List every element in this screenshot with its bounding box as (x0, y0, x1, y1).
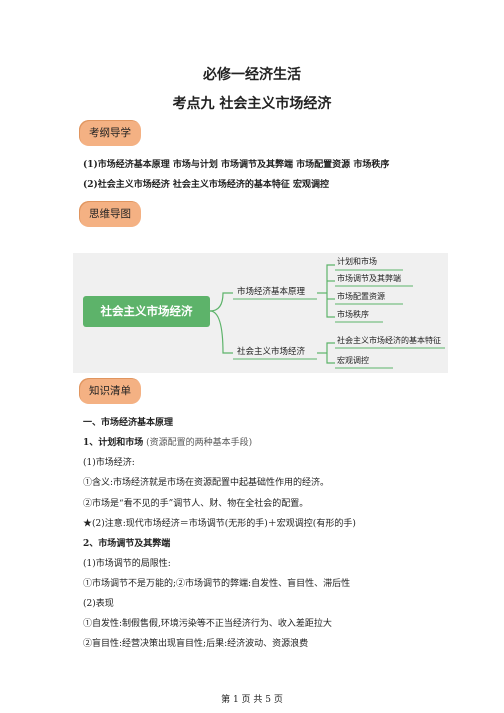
mindmap-leaf: 计划和市场 (337, 257, 377, 266)
page-footer: 第 1 页 共 5 页 (221, 695, 283, 705)
body-line: (2)表现 (83, 599, 114, 609)
knowledge-tab-label: 知识清单 (79, 378, 141, 404)
subsection-title: 1、计划和市场 (83, 438, 144, 448)
mindmap-tab-label: 思维导图 (79, 201, 141, 227)
body-line: ①市场调节不是万能的;②市场调节的弊端:自发性、盲目性、滞后性 (83, 579, 351, 589)
body-line: (1)市场经济: (83, 458, 135, 468)
mindmap-leaf: 市场配置资源 (337, 292, 385, 301)
mindmap-leaf: 宏观调控 (337, 356, 369, 365)
mindmap-connectors (209, 264, 445, 369)
subsection-note: (资源配置的两种基本手段) (143, 438, 253, 448)
body-line: ②市场是“看不见的手”调节人、财、物在全社会的配置。 (83, 499, 309, 509)
subsection-heading: 1、计划和市场 (资源配置的两种基本手段) (83, 435, 252, 448)
mindmap-leaf: 市场调节及其弊端 (337, 274, 401, 283)
outline-tab: 考纲导学 (79, 120, 141, 146)
mindmap-branch-socialist-market: 社会主义市场经济 (237, 347, 306, 357)
mindmap-leaf: 社会主义市场经济的基本特征 (337, 336, 441, 345)
outline-line-2: (2)社会主义市场经济 社会主义市场经济的基本特征 宏观调控 (83, 180, 330, 190)
mindmap-branch-market-principles: 市场经济基本原理 (237, 287, 306, 297)
outline-tab-label: 考纲导学 (79, 120, 141, 146)
document-title: 必修一经济生活 (203, 67, 301, 83)
mindmap-leaf: 市场秩序 (337, 310, 369, 319)
section-heading: 一、市场经济基本原理 (83, 418, 174, 428)
body-line: ★(2)注意:现代市场经济＝市场调节(无形的手)＋宏观调控(有形的手) (83, 519, 356, 529)
knowledge-tab: 知识清单 (79, 378, 141, 404)
body-line: ①含义:市场经济就是市场在资源配置中起基础性作用的经济。 (83, 478, 330, 488)
mindmap-root: 社会主义市场经济 (83, 296, 210, 327)
body-line: (1)市场调节的局限性: (83, 559, 171, 569)
outline-line-1: (1)市场经济基本原理 市场与计划 市场调节及其弊端 市场配置资源 市场秩序 (83, 160, 390, 170)
body-line: ②盲目性:经营决策出现盲目性;后果:经济波动、资源浪费 (83, 639, 309, 649)
subsection-heading: 2、市场调节及其弊端 (83, 539, 171, 549)
mindmap-tab: 思维导图 (79, 201, 141, 227)
body-line: ①自发性:制假售假,环境污染等不正当经济行为、收入差距拉大 (83, 619, 332, 629)
document-subtitle: 考点九 社会主义市场经济 (172, 96, 332, 112)
